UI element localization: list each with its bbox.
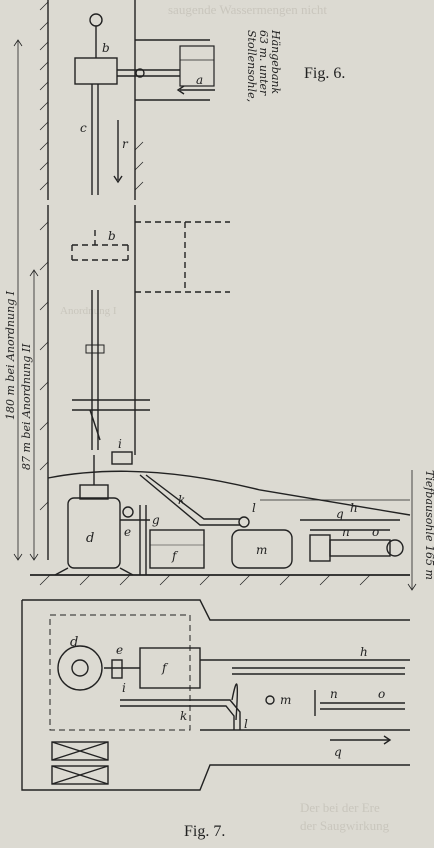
fig6-label-a: a [196, 73, 203, 87]
stollen-line-1: Stollensohle, [245, 30, 258, 102]
plan-label-k: k [180, 709, 187, 723]
plan-label-h: h [360, 645, 368, 659]
fig7-label-n: n [342, 525, 350, 539]
ghost-text-3: der Saugwirkung [300, 818, 390, 833]
fig7-label-g: g [152, 513, 160, 527]
fig6-caption: Fig. 6. [304, 65, 345, 82]
stollen-line-3: Hängebank [269, 29, 282, 94]
plan-label-n: n [330, 687, 338, 701]
plan-label-d: d [70, 635, 78, 650]
fig7-caption: Fig. 7. [184, 823, 225, 840]
show-through-text: saugende Wassermengen nicht Anordnung I … [60, 2, 390, 833]
fig6-label-r: r [122, 137, 129, 151]
tiefbausohle-label: Tiefbausohle 165 m [423, 470, 434, 580]
fig6-label-c: c [80, 121, 87, 135]
ghost-text-2: Anordnung I [60, 305, 117, 317]
fig7-label-k: k [178, 493, 185, 507]
figure-6 [39, 0, 215, 200]
fig7-label-f: f [171, 549, 179, 563]
fig6-label-b: b [102, 41, 110, 55]
fig7-label-i: i [118, 437, 122, 451]
figure-7-elevation [13, 39, 417, 591]
fig7-label-l: l [252, 501, 256, 515]
plan-label-f: f [161, 661, 169, 675]
fig7-label-o: o [372, 525, 379, 539]
ghost-text-1: saugende Wassermengen nicht [168, 2, 327, 17]
fig7-label-q: q [336, 507, 344, 521]
fig7-label-b: b [108, 229, 116, 243]
plan-label-i: i [122, 681, 126, 695]
fig7-label-h: h [350, 501, 358, 515]
plan-label-q: q [334, 745, 342, 759]
plan-label-m: m [280, 693, 291, 707]
ghost-text-4: Der bei der Ere [300, 800, 380, 815]
plan-label-o: o [378, 687, 385, 701]
dim-87m: 87 m bei Anordnung II [20, 343, 33, 470]
figure-7-plan [21, 599, 410, 791]
stollen-note: Stollensohle, 63 m. unter Hängebank [245, 29, 282, 102]
dim-180m: 180 m bei Anordnung I [4, 290, 17, 420]
plan-label-l: l [244, 717, 248, 731]
stollen-line-2: 63 m. unter [257, 30, 270, 96]
fig7-label-d: d [86, 531, 94, 546]
fig7-label-m: m [256, 543, 267, 557]
plan-label-e: e [116, 643, 123, 657]
fig7-label-e: e [124, 525, 131, 539]
